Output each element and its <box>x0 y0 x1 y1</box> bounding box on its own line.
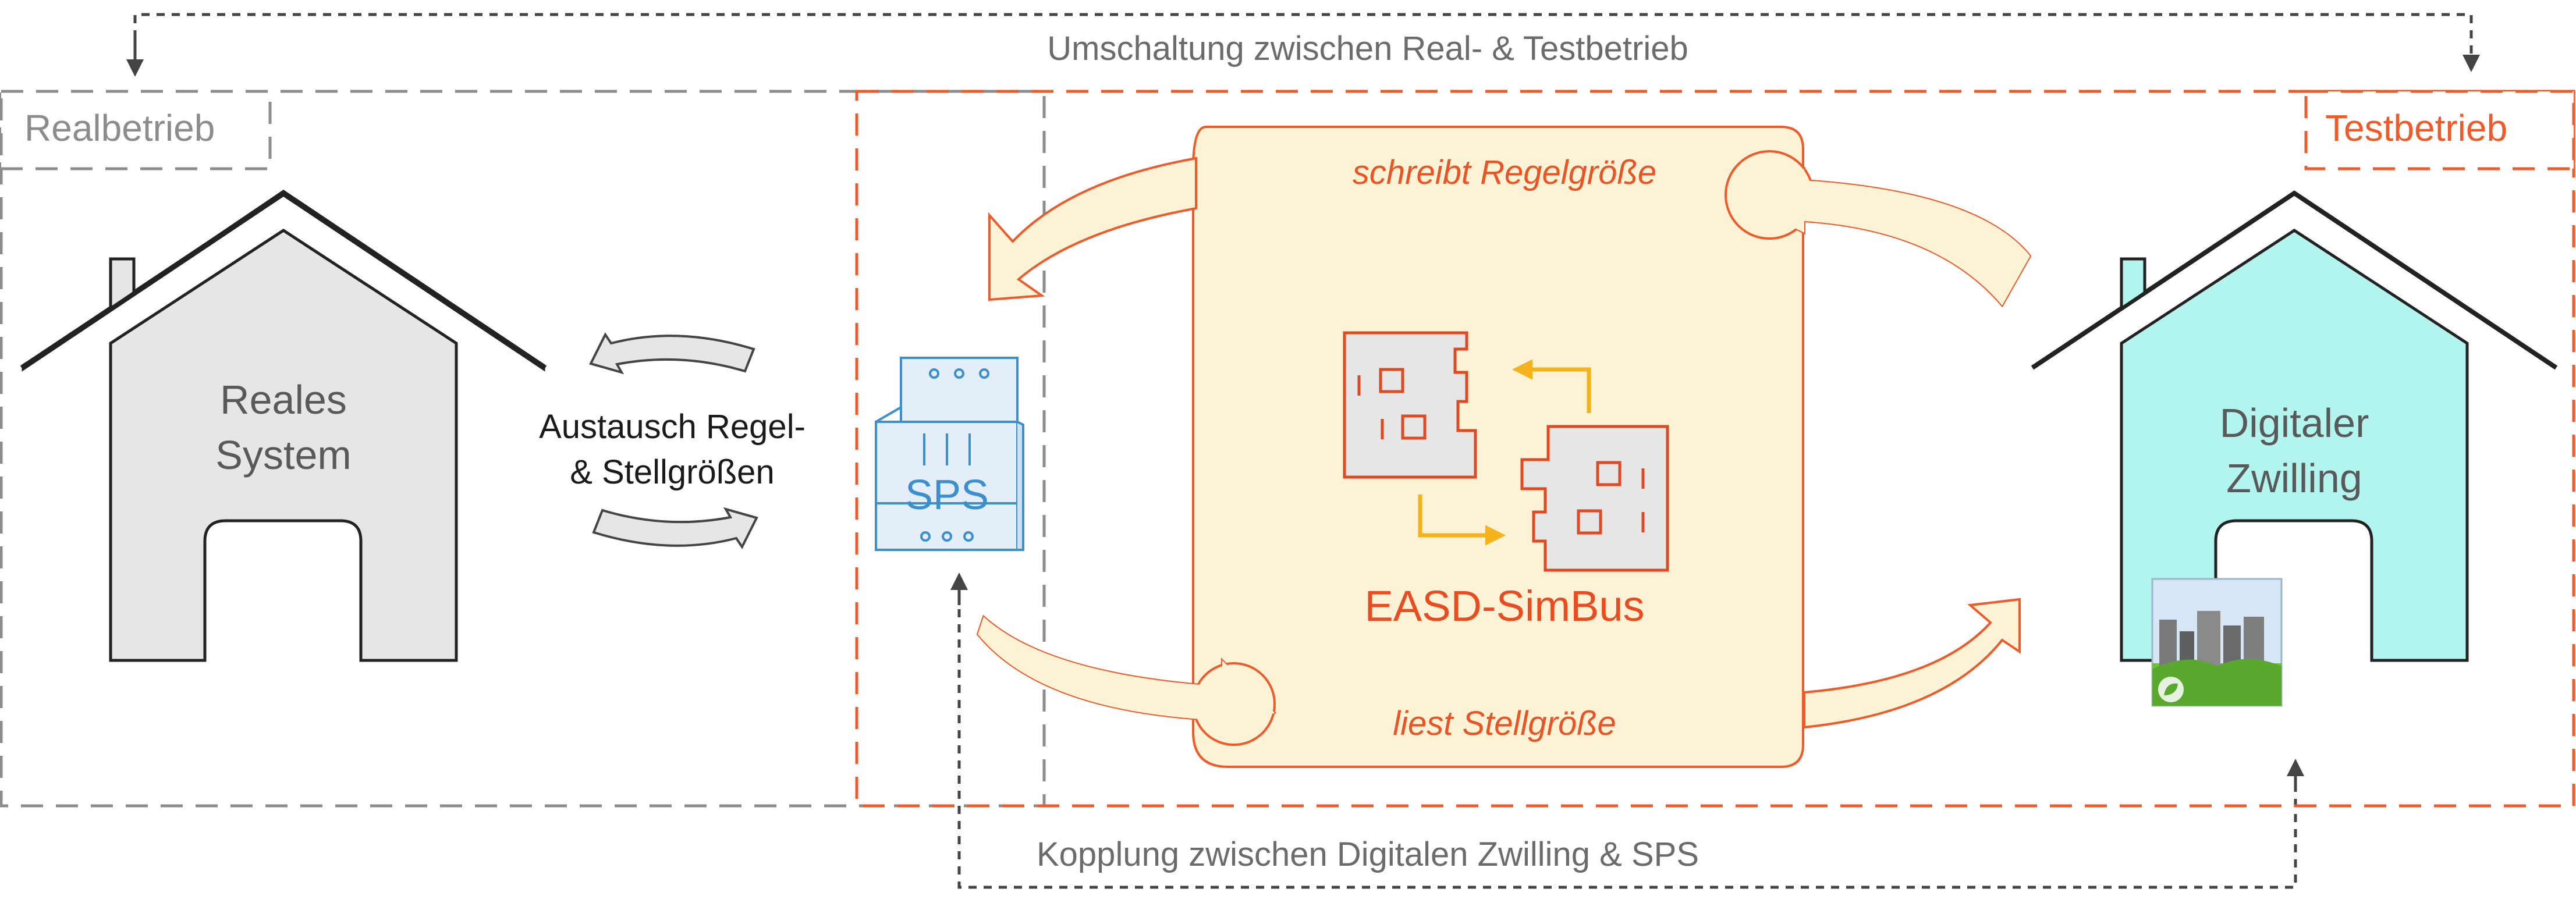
sps-device-icon <box>875 357 1024 551</box>
coupling-arrow <box>950 573 2304 889</box>
sps-label: SPS <box>904 472 989 518</box>
switch-arrow <box>126 13 2480 77</box>
smart-city-icon <box>2151 578 2283 707</box>
simbus-label: EASD-SimBus <box>1364 582 1645 630</box>
exchange-line2: & Stellgrößen <box>570 453 775 492</box>
real-house-label: Reales System <box>215 372 351 482</box>
twin-house-line1: Digitaler <box>2219 400 2369 446</box>
twin-house <box>2031 190 2558 662</box>
simbus-top-text: schreibt Regelgröße <box>1352 154 1657 191</box>
simbus-bottom-text: liest Stellgröße <box>1393 705 1616 742</box>
testbetrieb-frame <box>855 90 2575 808</box>
bus-chips-icon <box>1343 331 1669 572</box>
switch-arrow-label: Umschaltung zwischen Real- & Testbetrieb <box>1047 30 1688 67</box>
exchange-label: Austausch Regel- & Stellgrößen <box>539 404 806 496</box>
real-house <box>20 189 547 662</box>
exchange-arrows <box>589 332 758 549</box>
twin-house-label: Digitaler Zwilling <box>2220 396 2369 506</box>
twin-house-line2: Zwilling <box>2226 455 2362 501</box>
real-house-line1: Reales <box>220 377 347 422</box>
real-house-line2: System <box>215 432 352 478</box>
simbus-panel <box>976 126 2032 768</box>
realbetrieb-frame <box>0 90 1046 808</box>
coupling-arrow-label: Kopplung zwischen Digitalen Zwilling & S… <box>1036 836 1699 873</box>
realbetrieb-label: Realbetrieb <box>24 107 215 149</box>
exchange-line1: Austausch Regel- <box>539 408 806 446</box>
testbetrieb-label: Testbetrieb <box>2325 107 2508 149</box>
